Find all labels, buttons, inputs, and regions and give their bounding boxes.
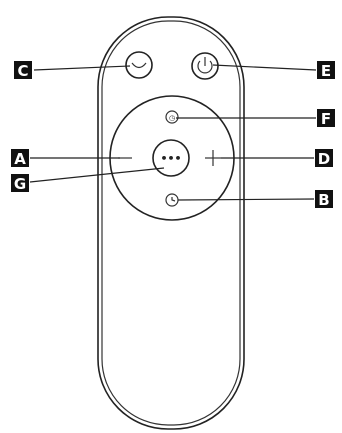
callout-b: B	[315, 190, 333, 209]
callout-c: C	[14, 61, 32, 80]
plus-icon	[205, 150, 221, 166]
svg-text:E: E	[321, 62, 331, 80]
leader-c	[33, 65, 131, 71]
svg-text:C: C	[17, 62, 28, 80]
leader-lines	[29, 64, 317, 201]
svg-text:F: F	[321, 110, 331, 128]
callout-e: E	[317, 61, 335, 80]
leader-g	[29, 167, 165, 183]
svg-text:B: B	[318, 191, 329, 209]
timer-button[interactable]: ◷	[165, 110, 179, 124]
plus-button[interactable]	[205, 150, 221, 166]
timer-icon: ◷	[169, 114, 176, 122]
svg-text:A: A	[14, 150, 26, 168]
smile-icon	[131, 62, 147, 69]
callout-f: F	[317, 109, 335, 128]
center-button[interactable]: •••	[152, 139, 190, 177]
more-icon: •••	[160, 152, 181, 165]
power-icon	[197, 57, 213, 74]
svg-text:G: G	[14, 175, 26, 193]
power-button[interactable]	[191, 52, 219, 80]
callout-a: A	[11, 149, 29, 168]
clock-icon	[171, 197, 176, 202]
mode-button[interactable]	[125, 51, 153, 79]
svg-text:D: D	[318, 150, 330, 168]
callout-d: D	[315, 149, 333, 168]
clock-button[interactable]	[165, 193, 179, 207]
leader-e	[212, 64, 317, 71]
callout-g: G	[11, 174, 29, 193]
leader-b	[177, 198, 315, 201]
remote-body	[97, 16, 245, 430]
